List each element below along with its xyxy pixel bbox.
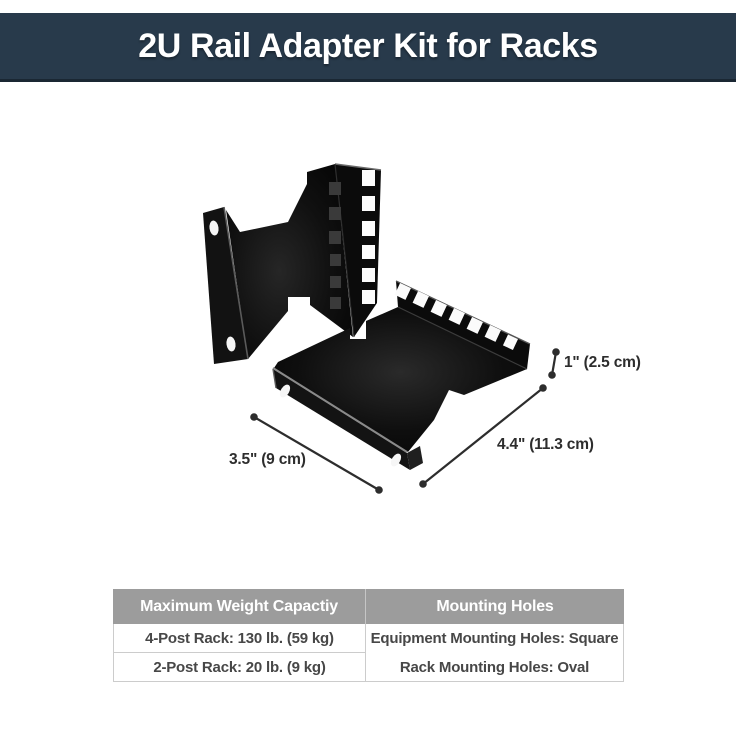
title-banner: 2U Rail Adapter Kit for Racks — [0, 13, 736, 82]
spec-column-weight: Maximum Weight Capactiy 4-Post Rack: 130… — [113, 589, 366, 682]
spec-header-holes: Mounting Holes — [366, 589, 624, 624]
bracket-upper — [203, 163, 382, 364]
spec-cell-equipment-holes: Equipment Mounting Holes: Square — [366, 624, 624, 653]
bracket-lower — [272, 280, 531, 470]
spec-cell-2post: 2-Post Rack: 20 lb. (9 kg) — [113, 653, 366, 682]
spec-column-holes: Mounting Holes Equipment Mounting Holes:… — [366, 589, 624, 682]
spec-cell-rack-holes: Rack Mounting Holes: Oval — [366, 653, 624, 682]
dimension-lines — [250, 348, 560, 494]
dimension-label-height: 1" (2.5 cm) — [564, 354, 641, 371]
dimension-line-depth — [419, 384, 547, 488]
page-title: 2U Rail Adapter Kit for Racks — [138, 26, 598, 65]
dimension-line-width — [250, 413, 383, 494]
dimension-label-depth: 4.4" (11.3 cm) — [497, 436, 594, 453]
dimension-label-width: 3.5" (9 cm) — [229, 451, 306, 468]
dimension-line-height — [548, 348, 560, 379]
spec-cell-4post: 4-Post Rack: 130 lb. (59 kg) — [113, 624, 366, 653]
spec-header-weight: Maximum Weight Capactiy — [113, 589, 366, 624]
spec-table: Maximum Weight Capactiy 4-Post Rack: 130… — [113, 589, 624, 682]
